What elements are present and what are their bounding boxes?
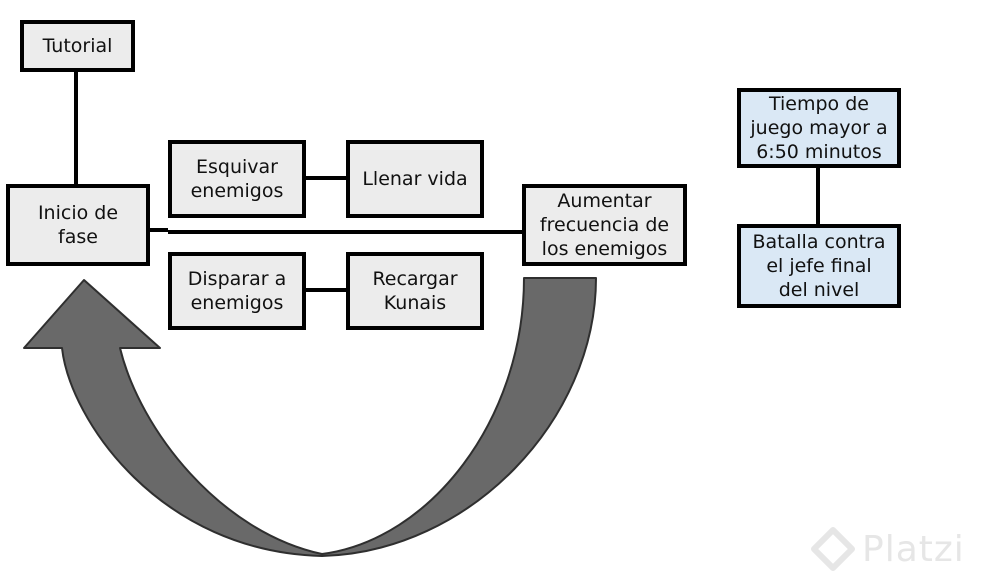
watermark-text: Platzi: [862, 528, 965, 570]
node-tiempo-juego: Tiempo de juego mayor a 6:50 minutos: [737, 88, 901, 168]
node-esquivar-enemigos: Esquivar enemigos: [168, 140, 306, 218]
node-inicio-fase: Inicio de fase: [6, 184, 150, 266]
node-tutorial: Tutorial: [20, 20, 135, 72]
platzi-watermark: Platzi: [810, 524, 980, 574]
platzi-logo-icon: [811, 527, 855, 571]
node-recargar-kunais: Recargar Kunais: [346, 252, 484, 330]
node-llenar-vida: Llenar vida: [346, 140, 484, 218]
loop-arrow: [23, 277, 597, 557]
node-aumentar-frecuencia: Aumentar frecuencia de los enemigos: [522, 184, 687, 266]
node-disparar-enemigos: Disparar a enemigos: [168, 252, 306, 330]
node-batalla-jefe: Batalla contra el jefe final del nivel: [737, 224, 901, 308]
